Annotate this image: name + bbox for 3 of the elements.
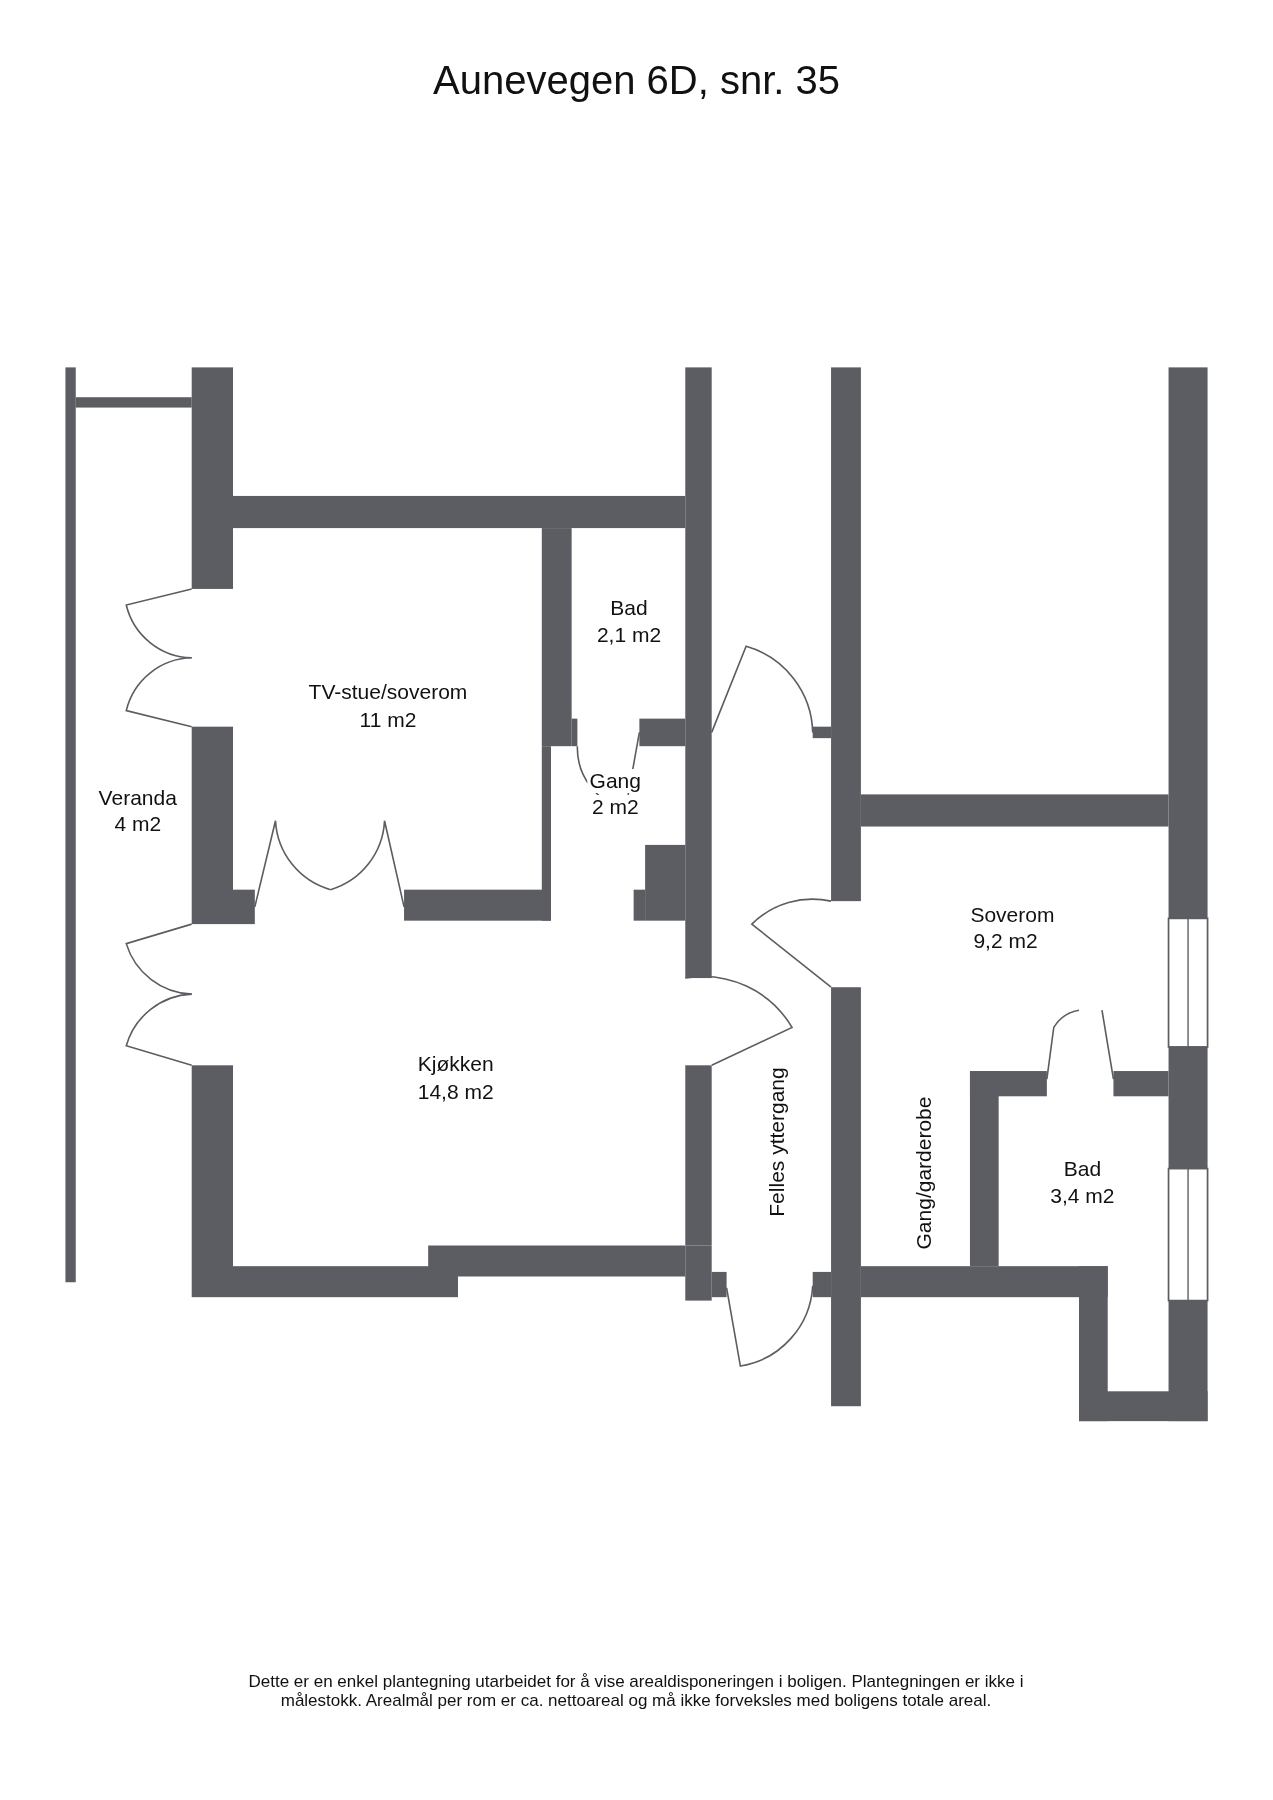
plan-title: Aunevegen 6D, snr. 35 xyxy=(433,58,840,103)
disclaimer-note: Dette er en enkel plantegning utarbeidet for å vise arealdisponeringen i boligen. Plantegningen er ikke i målestokk. Arealmål per rom er ca. nettoareal og må ikke forveksles med boligens totale areal. xyxy=(247,1672,1025,1711)
room-name: Gang xyxy=(587,768,643,793)
